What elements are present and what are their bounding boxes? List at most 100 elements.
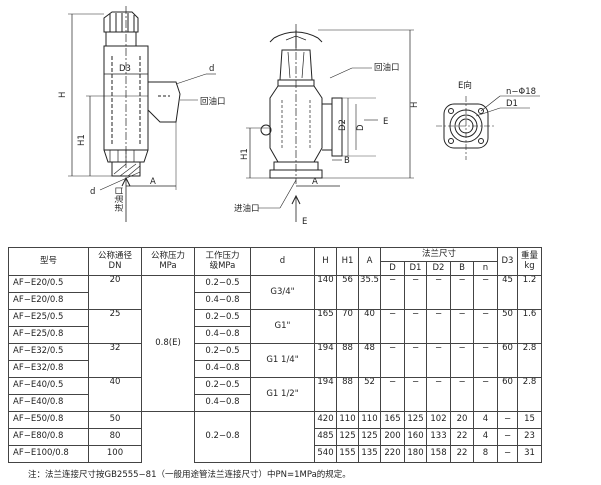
cell-H1: 70 [336,309,359,344]
cell-D2: − [426,377,451,412]
cell-D: 165 [380,411,405,429]
table-row: AF−E32/0.8 0.4−0.8 [8,360,542,378]
cell-work: 0.4−0.8 [194,360,251,378]
cell-D: − [380,377,405,412]
cell-model: AF−E25/0.5 [8,309,89,327]
middle-valve-labels: 回油口 H H1 D2 D E B A 进油口 E [234,62,420,227]
cell-D2: 133 [426,428,451,446]
label-B: B [344,156,350,166]
header-flange: 法兰尺寸 [380,247,498,262]
cell-n: − [473,377,498,412]
label-return-port-left: 回油口 [200,96,226,107]
cell-d: G1 1/2" [250,377,315,412]
cell-pn: 0.8(E) [141,275,195,412]
technical-drawings: H H1 D3 d 回油口 d A 进油口 回油口 H H1 D2 D E B … [0,0,601,240]
label-H-mid: H [410,102,420,108]
cell-model: AF−E32/0.8 [8,360,89,378]
header-flange-B: B [450,261,474,276]
header-flange-n: n [473,261,498,276]
cell-dn: 50 [88,411,142,429]
cell-H: 420 [314,411,337,429]
cell-D1: 180 [404,445,427,463]
cell-H1: 125 [336,428,359,446]
cell-B: − [450,343,474,378]
cell-H: 165 [314,309,337,344]
cell-model: AF−E32/0.5 [8,343,89,361]
cell-model: AF−E20/0.5 [8,275,89,293]
table-row: AF−E50/0.8 50 0.2−0.8 420 110 110 165 12… [8,411,542,463]
cell-dn: 25 [88,309,142,344]
header-model: 型号 [8,247,89,276]
cell-work: 0.2−0.5 [194,377,251,395]
cell-D2: − [426,309,451,344]
label-holes: n−Φ18 [506,87,536,97]
cell-A: 40 [358,309,381,344]
cell-n: 8 [473,445,498,463]
cell-D1: 160 [404,428,427,446]
cell-weight: 23 [517,428,542,446]
cell-D3: 60 [497,343,518,378]
header-H: H [314,247,337,276]
cell-H: 540 [314,445,337,463]
cell-model: AF−E100/0.8 [8,445,89,463]
footnote: 注：法兰连接尺寸按GB2555−81（一般用途管法兰连接尺寸）中PN=1MPa的… [28,470,351,480]
cell-n: 4 [473,428,498,446]
table-row: AF−E25/0.5 25 0.2−0.5 G1" 165 70 40 − − … [8,309,542,344]
cell-A: 35.5 [358,275,381,310]
header-A: A [358,247,381,276]
cell-H: 194 [314,343,337,378]
cell-work: 0.4−0.8 [194,326,251,344]
cell-D3: 60 [497,377,518,412]
flange-view-drawing [436,95,540,160]
label-H1-left: H1 [77,134,87,146]
cell-D: − [380,275,405,310]
cell-d [250,411,315,463]
cell-model: AF−E80/0.8 [8,428,89,446]
cell-A: 110 [358,411,381,429]
label-A-left: A [150,177,156,187]
header-flange-D2: D2 [426,261,451,276]
cell-model: AF−E40/0.5 [8,377,89,395]
cell-model: AF−E50/0.8 [8,411,89,429]
cell-B: − [450,275,474,310]
spec-table: 型号 公称通径 DN 公称压力 MPa 工作压力 级MPa d H H1 A 法… [8,247,542,463]
table-row: AF−E100/0.8 100 540 155 135 220 180 158 … [8,445,542,463]
cell-model: AF−E40/0.8 [8,394,89,412]
header-H1: H1 [336,247,359,276]
cell-dn: 32 [88,343,142,378]
left-valve-drawing [68,6,216,222]
label-view-E: E向 [458,80,472,91]
cell-D2: 158 [426,445,451,463]
cell-D3: − [497,411,518,429]
label-E-mid: E [383,117,388,127]
drawings-svg: H H1 D3 d 回油口 d A 进油口 回油口 H H1 D2 D E B … [58,6,540,227]
cell-D2: − [426,343,451,378]
header-d: d [250,247,315,276]
label-D2: D2 [338,119,348,131]
cell-D3: − [497,428,518,446]
cell-D1: 125 [404,411,427,429]
cell-H1: 56 [336,275,359,310]
table-row: AF−E20/0.8 0.4−0.8 [8,292,542,310]
label-inlet-left: 进油口 [114,186,125,212]
cell-D2: − [426,275,451,310]
middle-valve-drawing [246,24,414,222]
cell-weight: 2.8 [517,343,542,378]
cell-weight: 1.2 [517,275,542,310]
cell-D1: − [404,309,427,344]
table-row: AF−E40/0.5 40 0.2−0.5 G1 1/2" 194 88 52 … [8,377,542,412]
cell-B: − [450,377,474,412]
cell-dn: 100 [88,445,142,463]
left-valve-labels: H H1 D3 d 回油口 d A 进油口 [58,64,226,212]
label-d-top: d [209,64,214,74]
table-row: AF−E32/0.5 32 0.2−0.5 G1 1/4" 194 88 48 … [8,343,542,378]
cell-work: 0.2−0.5 [194,309,251,327]
cell-H: 140 [314,275,337,310]
header-weight: 重量 kg [517,247,542,276]
cell-model: AF−E20/0.8 [8,292,89,310]
cell-D3: − [497,445,518,463]
cell-weight: 2.8 [517,377,542,412]
cell-B: 20 [450,411,474,429]
header-flange-D: D [380,261,405,276]
cell-n: − [473,275,498,310]
